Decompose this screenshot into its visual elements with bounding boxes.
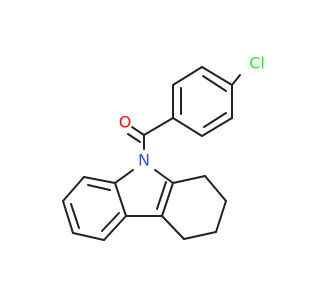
bond-benzo-3-inner xyxy=(70,203,80,229)
bond-cyclo-5 xyxy=(161,215,185,240)
bond-cyclo-1 xyxy=(172,175,206,184)
bond-benzo-4 xyxy=(72,232,105,241)
bond-carbonyl-o-1 xyxy=(131,126,145,136)
bond-benzo-1-inner xyxy=(87,184,111,191)
bond-cyclo-2 xyxy=(204,175,227,202)
bond-c4a-c8a xyxy=(161,182,174,217)
bond-cl-c xyxy=(231,74,241,86)
bond-aryl-4 xyxy=(172,117,203,137)
bond-cyclo-4 xyxy=(183,231,217,240)
bond-aryl-2 xyxy=(172,66,203,86)
oxygen-atom: O xyxy=(117,113,133,132)
bond-aryl-1 xyxy=(201,66,233,86)
bond-benzo-5 xyxy=(103,215,127,241)
chlorine-atom: Cl xyxy=(247,54,267,73)
nitrogen-label: N xyxy=(138,151,150,170)
chlorine-label: Cl xyxy=(249,54,265,73)
oxygen-label: O xyxy=(119,113,132,132)
bond-cyclo-3 xyxy=(215,200,227,233)
bond-benzo-3 xyxy=(62,200,74,234)
bond-aryl-carbonyl xyxy=(143,117,174,136)
bond-n-c7a xyxy=(114,169,134,184)
bond-aryl-5-inner xyxy=(203,112,227,128)
bond-benzo-1 xyxy=(83,176,116,184)
bond-c7a-c3a xyxy=(114,182,127,217)
bond-aryl-5 xyxy=(201,117,233,137)
nitrogen-atom: N xyxy=(136,151,152,170)
bond-benzo-5-inner xyxy=(101,212,120,232)
bond-aryl-1-inner xyxy=(202,75,227,92)
bond-c4a-c8a-inner xyxy=(156,181,167,210)
bond-carbonyl-o-2 xyxy=(127,133,141,143)
bond-layer xyxy=(62,66,241,241)
bond-n-c8a xyxy=(154,169,174,184)
atom-layer: O N Cl xyxy=(117,54,267,170)
structure-diagram: O N Cl xyxy=(62,53,267,241)
bond-benzo-2 xyxy=(62,176,85,202)
